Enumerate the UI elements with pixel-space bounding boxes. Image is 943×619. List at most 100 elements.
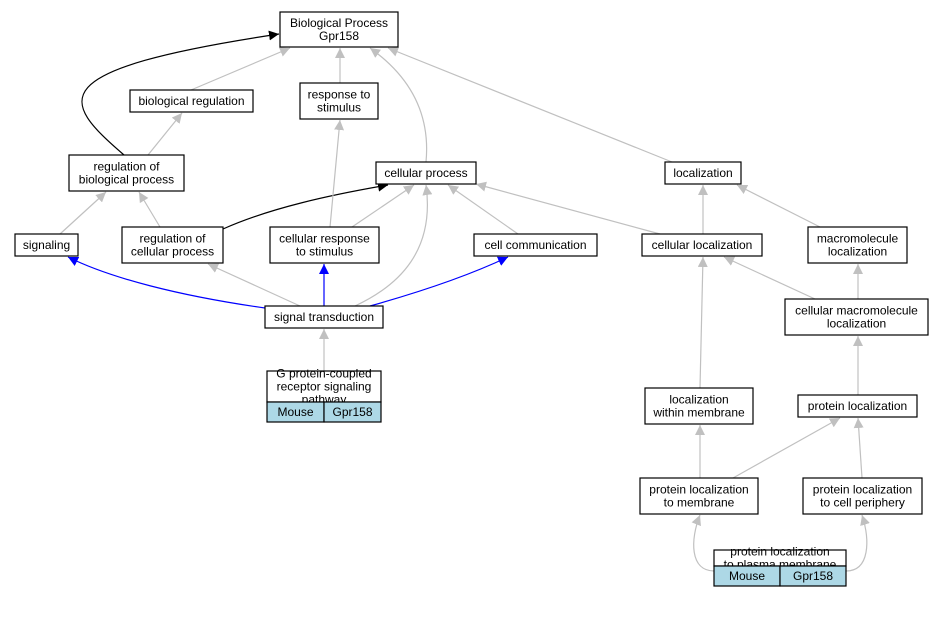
term-label-line: cellular macromolecule xyxy=(795,304,918,318)
term-label-line: response to xyxy=(308,88,371,102)
term-box xyxy=(802,477,923,515)
term-node-signaling[interactable]: signaling xyxy=(14,233,79,257)
edge-cellresp-to-cellproc xyxy=(351,184,415,228)
term-box xyxy=(807,226,908,264)
term-node-sigtrans[interactable]: signal transduction xyxy=(264,305,384,329)
term-label-line: signal transduction xyxy=(274,310,374,324)
edge-sigtrans-to-signaling xyxy=(67,256,266,309)
term-label-line: biological process xyxy=(79,173,174,187)
term-label-line: protein localization xyxy=(813,483,912,497)
edge-signaling-to-regbio xyxy=(59,191,107,235)
term-box xyxy=(797,394,918,418)
species-cell-label: Mouse xyxy=(729,569,765,583)
gene-cell-label: Gpr158 xyxy=(793,569,833,583)
edge-cellcomm-to-cellproc xyxy=(447,184,519,235)
edge-sigtrans-to-cellcomm xyxy=(369,256,509,307)
term-node-bioreg[interactable]: biological regulation xyxy=(129,89,254,113)
edge-sigtrans-to-regcell xyxy=(207,263,301,307)
term-label-line: biological regulation xyxy=(138,94,244,108)
term-node-cellproc[interactable]: cellular process xyxy=(375,161,477,185)
term-label-line: localization xyxy=(827,317,886,331)
term-box xyxy=(473,233,598,257)
term-label-line: regulation of xyxy=(139,232,206,246)
term-node-protloc[interactable]: protein localization xyxy=(797,394,918,418)
term-node-cellloc[interactable]: cellular localization xyxy=(641,233,763,257)
edge-regcell-to-regbio xyxy=(138,191,161,228)
edge-regbio-to-bioreg xyxy=(147,112,183,156)
edge-protlocpm-to-protlocper xyxy=(845,514,870,572)
term-node-loc[interactable]: localization xyxy=(664,161,742,185)
term-label-line: stimulus xyxy=(317,101,361,115)
term-box xyxy=(644,387,754,425)
term-label-line: cellular response xyxy=(279,232,370,246)
term-label-line: cell communication xyxy=(484,238,586,252)
term-box xyxy=(664,161,742,185)
term-box xyxy=(269,226,380,264)
term-label-line: cellular process xyxy=(384,166,467,180)
term-label-line: to cell periphery xyxy=(820,496,905,510)
term-label-line: Biological Process xyxy=(290,16,388,30)
edge-regbio-to-root xyxy=(81,30,280,156)
term-label-line: localization xyxy=(828,245,887,259)
term-label-line: cellular process xyxy=(131,245,214,259)
term-label-line: to stimulus xyxy=(296,245,353,259)
term-label-line: localization xyxy=(669,393,728,407)
term-box xyxy=(129,89,254,113)
edge-sigtrans-to-cellproc xyxy=(354,184,433,307)
term-label-line: macromolecule xyxy=(817,232,899,246)
term-box xyxy=(266,370,382,403)
edge-cellproc-to-root xyxy=(369,47,428,163)
term-label-line: G protein-coupled xyxy=(276,367,371,381)
edge-loc-to-root xyxy=(387,47,673,163)
term-box xyxy=(784,298,929,336)
edge-locmem-to-cellloc xyxy=(697,256,708,389)
term-box xyxy=(14,233,79,257)
term-box xyxy=(264,305,384,329)
term-label-line: localization xyxy=(673,166,732,180)
term-label-line: Gpr158 xyxy=(319,29,359,43)
term-box xyxy=(639,477,759,515)
edge-macroloc-to-loc xyxy=(736,184,821,228)
annotation-cell xyxy=(779,565,847,587)
term-box xyxy=(375,161,477,185)
edge-protlocper-to-protloc xyxy=(853,417,864,479)
term-label-line: cellular localization xyxy=(652,238,753,252)
term-label-line: to membrane xyxy=(664,496,735,510)
annotation-cell xyxy=(323,401,382,423)
edge-cellloc-to-cellproc xyxy=(475,181,661,235)
term-label-line: protein localization xyxy=(649,483,748,497)
term-label-line: regulation of xyxy=(93,160,160,174)
term-box xyxy=(68,154,185,192)
term-label-line: within membrane xyxy=(652,406,745,420)
term-label-line: signaling xyxy=(23,238,70,252)
term-box xyxy=(279,11,399,48)
term-label-line: protein localization xyxy=(730,545,829,559)
edge-cellmacro-to-cellloc xyxy=(723,256,816,300)
term-box xyxy=(299,82,379,120)
edge-cellresp-to-resp xyxy=(329,119,345,228)
edge-regcell-to-cellproc xyxy=(222,181,389,230)
term-box xyxy=(641,233,763,257)
edge-bioreg-to-root xyxy=(190,47,291,91)
term-node-cellcomm[interactable]: cell communication xyxy=(473,233,598,257)
edge-layer xyxy=(59,30,870,572)
term-box xyxy=(121,226,224,264)
edge-protlocmem-to-protloc xyxy=(732,417,841,479)
species-cell-label: Mouse xyxy=(277,405,313,419)
edge-protlocpm-to-protlocmem xyxy=(691,514,715,572)
gene-cell-label: Gpr158 xyxy=(332,405,372,419)
